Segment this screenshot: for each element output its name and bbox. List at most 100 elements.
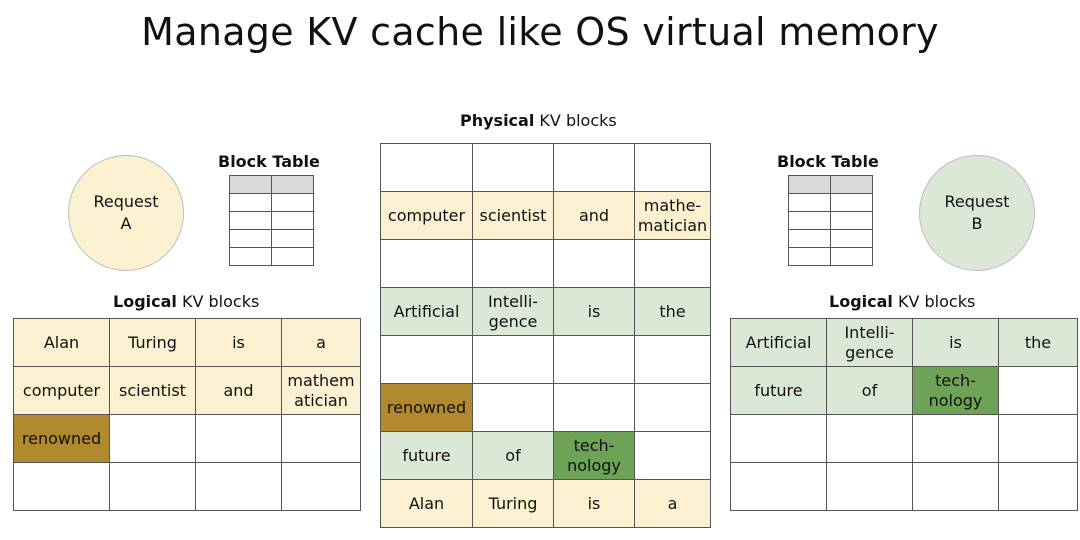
empty-slot [634,383,711,432]
token-cell: scientist [109,366,196,415]
token-cell: a [281,318,361,367]
block-table-a [229,175,314,266]
token-cell: tech- nology [553,431,635,480]
token-cell: future [730,366,827,415]
empty-slot [730,414,827,463]
empty-slot [634,431,711,480]
empty-slot [998,366,1078,415]
request-b-label: Request B [944,192,1010,233]
token-cell: scientist [472,191,554,240]
empty-slot [553,239,635,288]
block-table-a-title: Block Table [218,152,320,171]
token-cell: mathem atician [281,366,361,415]
block-table-b-title: Block Table [777,152,879,171]
token-cell: Intelli- gence [826,318,913,367]
page-title: Manage KV cache like OS virtual memory [141,10,939,54]
empty-slot [634,335,711,384]
token-cell: Alan [380,479,473,528]
token-cell: a [634,479,711,528]
empty-slot [472,335,554,384]
token-cell: and [553,191,635,240]
block-row: renowned [380,383,711,432]
empty-slot [109,414,196,463]
empty-slot [634,143,711,192]
token-cell: Turing [472,479,554,528]
empty-slot [912,414,999,463]
token-cell: future [380,431,473,480]
empty-slot [730,462,827,511]
empty-slot [380,143,473,192]
logical-b-heading-bold: Logical [829,292,893,311]
empty-slot [826,414,913,463]
request-b-circle: Request B [919,155,1035,271]
empty-slot [380,335,473,384]
block-row [730,414,1078,463]
token-cell: Alan [13,318,110,367]
token-cell: the [998,318,1078,367]
token-cell: of [826,366,913,415]
token-cell: of [472,431,554,480]
empty-slot [472,239,554,288]
token-cell: Artificial [730,318,827,367]
block-row [380,239,711,288]
token-cell: is [195,318,282,367]
token-cell: Intelli- gence [472,287,554,336]
empty-slot [553,335,635,384]
physical-heading-rest: KV blocks [534,111,617,130]
block-row [13,462,361,511]
token-cell: Turing [109,318,196,367]
empty-slot [13,462,110,511]
empty-slot [195,414,282,463]
token-cell: is [912,318,999,367]
token-cell: and [195,366,282,415]
logical-a-heading-bold: Logical [113,292,177,311]
empty-slot [472,143,554,192]
empty-slot [472,383,554,432]
logical-b-heading: Logical KV blocks [829,292,975,311]
token-cell: is [553,287,635,336]
token-cell: computer [13,366,110,415]
request-a-label: Request A [93,192,159,233]
logical-a-heading: Logical KV blocks [113,292,259,311]
empty-slot [281,462,361,511]
token-cell: the [634,287,711,336]
empty-slot [109,462,196,511]
empty-slot [553,143,635,192]
block-table-b [788,175,873,266]
token-cell: renowned [13,414,110,463]
block-row [380,143,711,192]
logical-a-heading-rest: KV blocks [176,292,260,311]
block-row: renowned [13,414,361,463]
token-cell: renowned [380,383,473,432]
empty-slot [380,239,473,288]
logical-b-heading-rest: KV blocks [892,292,976,311]
physical-heading: Physical KV blocks [460,111,617,130]
token-cell: tech- nology [912,366,999,415]
physical-heading-bold: Physical [460,111,535,130]
token-cell: is [553,479,635,528]
empty-slot [826,462,913,511]
empty-slot [998,462,1078,511]
empty-slot [281,414,361,463]
token-cell: mathe- matician [634,191,711,240]
block-row [730,462,1078,511]
block-row [380,335,711,384]
token-cell: Artificial [380,287,473,336]
empty-slot [998,414,1078,463]
token-cell: computer [380,191,473,240]
empty-slot [634,239,711,288]
empty-slot [553,383,635,432]
empty-slot [912,462,999,511]
empty-slot [195,462,282,511]
